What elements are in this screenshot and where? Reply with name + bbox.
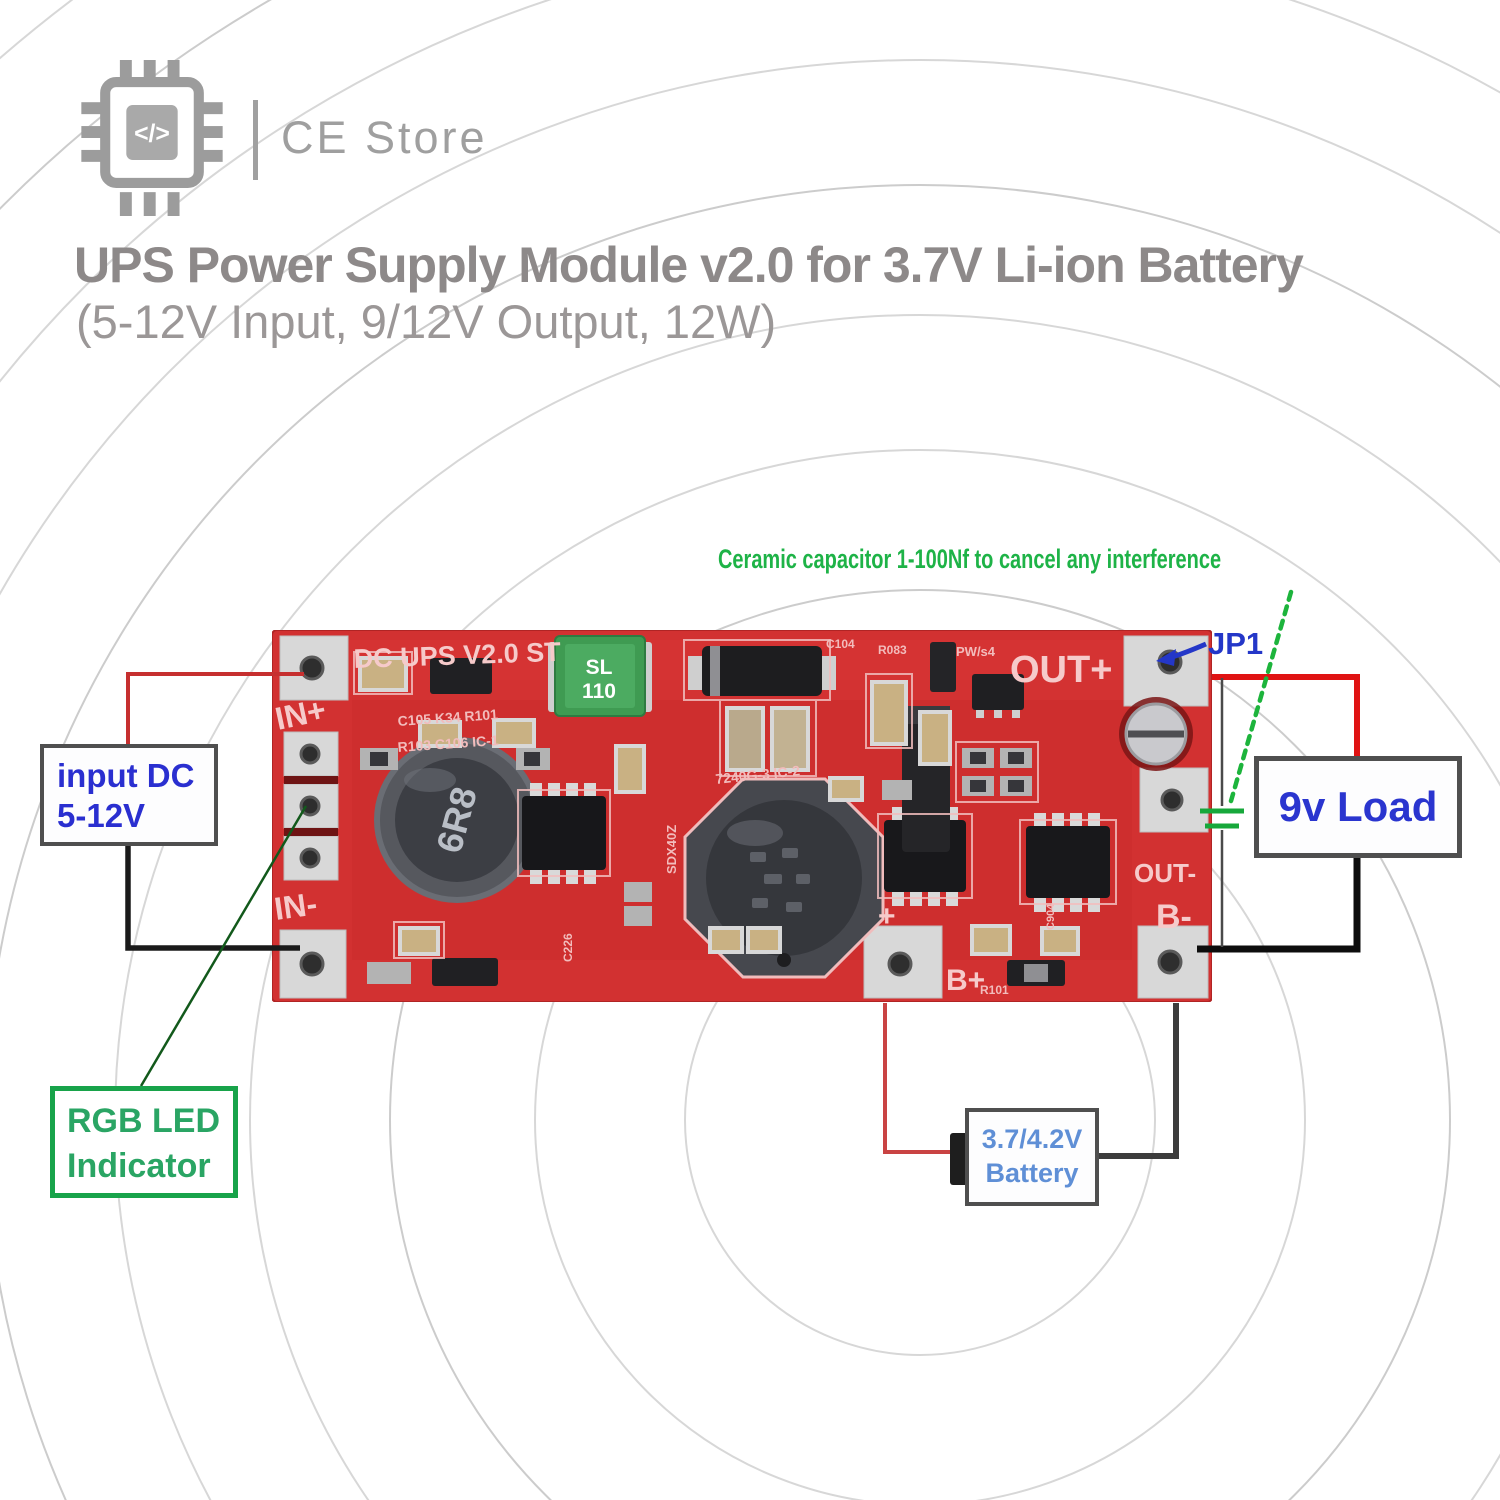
rgb-led-line1: RGB LED [67,1102,220,1140]
silkscreen-c904: C904 [1045,903,1057,930]
page-subtitle: (5-12V Input, 9/12V Output, 12W) [76,295,777,348]
pcb-board: SL 110 6R8 [272,630,1212,1002]
fuse-marking-2: 110 [582,680,616,703]
brand-name: CE Store [281,112,488,163]
silkscreen-outlines [353,639,1117,959]
rgb-indicator-pointer-line [139,805,308,1087]
silkscreen-b-plus: B+ [946,964,985,997]
chip-code-icon: </> [81,60,223,216]
battery-line2: Battery [985,1158,1079,1188]
smd-capacitors [358,656,1080,956]
wire-input-negative [125,844,300,951]
input-voltage-box: input DC 5-12V [40,744,218,846]
battery-line1: 3.7/4.2V [981,1124,1083,1154]
input-voltage-line1: input DC [57,757,195,794]
wire-output-positive [1212,674,1360,757]
wire-battery-negative [1098,1003,1179,1159]
load-label: 9v Load [1278,783,1438,830]
jp1-arrow [1156,641,1207,666]
capacitor-note-pointer-line [1228,589,1294,804]
wire-input-positive [126,672,304,746]
wire-output-negative [1197,856,1361,953]
jp1-label: JP1 [1208,626,1264,661]
input-voltage-line2: 5-12V [57,797,146,834]
silkscreen-row2: R103 C106 IC-1 [397,732,499,755]
page-title: UPS Power Supply Module v2.0 for 3.7V Li… [74,237,1304,293]
fuse-marking-1: SL [586,656,613,679]
wire-battery-positive [883,1003,960,1154]
trimmer-screw [1119,697,1193,771]
smd-resistors [360,748,1032,984]
silkscreen-r101: R101 [980,983,1009,997]
load-box: 9v Load [1254,756,1462,858]
silkscreen-b-minus: B- [1156,898,1192,936]
transistor [972,674,1024,718]
silkscreen-pw: PW/s4 [956,644,996,659]
silkscreen-c226: C226 [561,933,575,962]
silkscreen-out-minus: OUT- [1134,858,1196,888]
rgb-led-box: RGB LED Indicator [50,1086,238,1198]
silkscreen-in-minus: IN- [272,885,319,927]
logo-code-glyph: </> [134,121,170,148]
brand-divider [253,100,258,180]
rgb-led-line2: Indicator [67,1147,211,1185]
capacitor-note: Ceramic capacitor 1-100Nf to cancel any … [718,544,1222,574]
silkscreen-r083: R083 [878,643,907,657]
silkscreen-board-name: DC UPS V2.0 ST [353,637,561,674]
battery-terminal-tab [950,1133,968,1185]
inductor-6r8: 6R8 [374,737,540,903]
silkscreen-c104: C104 [826,637,855,651]
battery-box: 3.7/4.2V Battery [965,1108,1099,1206]
fuse-sl110: SL 110 [548,635,652,717]
silkscreen-row1: C105 K34 R101 [397,706,498,729]
silkscreen-sdx: SDX40Z [664,825,679,874]
diode [688,646,836,696]
silkscreen-plus: + [878,900,896,933]
silkscreen-out-plus: OUT+ [1010,649,1112,691]
ceramic-capacitor-symbol [1200,808,1244,829]
